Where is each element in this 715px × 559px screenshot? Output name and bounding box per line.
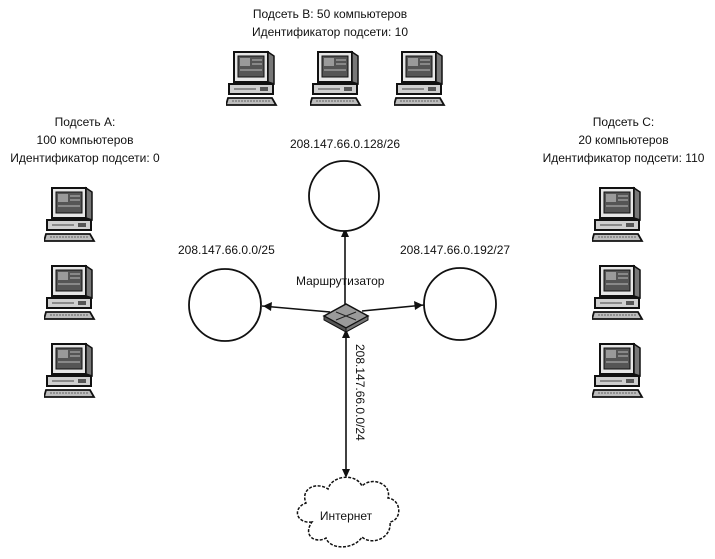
computer-icon: [592, 343, 643, 398]
subnet-b-network: 208.147.66.0.128/26: [289, 137, 401, 151]
subnet-a-network: 208.147.66.0.0/25: [178, 243, 275, 257]
subnet-a-id: Идентификатор подсети: 0: [10, 151, 160, 165]
uplink-network: 208.147.66.0.0/24: [353, 344, 367, 441]
router-label: Маршрутизатор: [296, 274, 385, 288]
computer-icon: [592, 265, 643, 320]
computer-icon: [310, 51, 361, 106]
subnet-c-network: 208.147.66.0.192/27: [400, 243, 511, 257]
subnet-a-node: [188, 268, 262, 342]
subnet-b-id: Идентификатор подсети: 10: [251, 25, 409, 39]
subnet-c-id: Идентификатор подсети: 110: [542, 151, 705, 165]
computer-icon: [226, 51, 277, 106]
internet-label: Интернет: [319, 509, 373, 523]
computer-icon: [44, 187, 95, 242]
computer-icon: [44, 265, 95, 320]
arrow-to-subnet-c: [414, 301, 423, 310]
link-router-subnet-c: [361, 304, 425, 312]
subnet-b-node: [308, 160, 380, 232]
computer-icon: [44, 343, 95, 398]
subnet-c-node: [423, 267, 497, 341]
arrow-to-internet: [342, 469, 350, 478]
subnet-a-title: Подсеть A:: [54, 115, 116, 129]
arrow-to-subnet-b: [341, 228, 349, 237]
computer-icon: [592, 187, 643, 242]
arrow-to-subnet-a: [263, 302, 272, 311]
subnet-c-title: Подсеть C:: [592, 115, 655, 129]
subnet-c-count: 20 компьютеров: [578, 133, 669, 147]
subnet-b-title: Подсеть B: 50 компьютеров: [252, 7, 408, 21]
router-icon: [322, 303, 370, 333]
arrow-to-router-up: [342, 329, 350, 338]
subnet-a-count: 100 компьютеров: [36, 133, 134, 147]
link-router-subnet-a: [261, 305, 331, 313]
cloud-icon: [296, 476, 400, 548]
computer-icon: [394, 51, 445, 106]
